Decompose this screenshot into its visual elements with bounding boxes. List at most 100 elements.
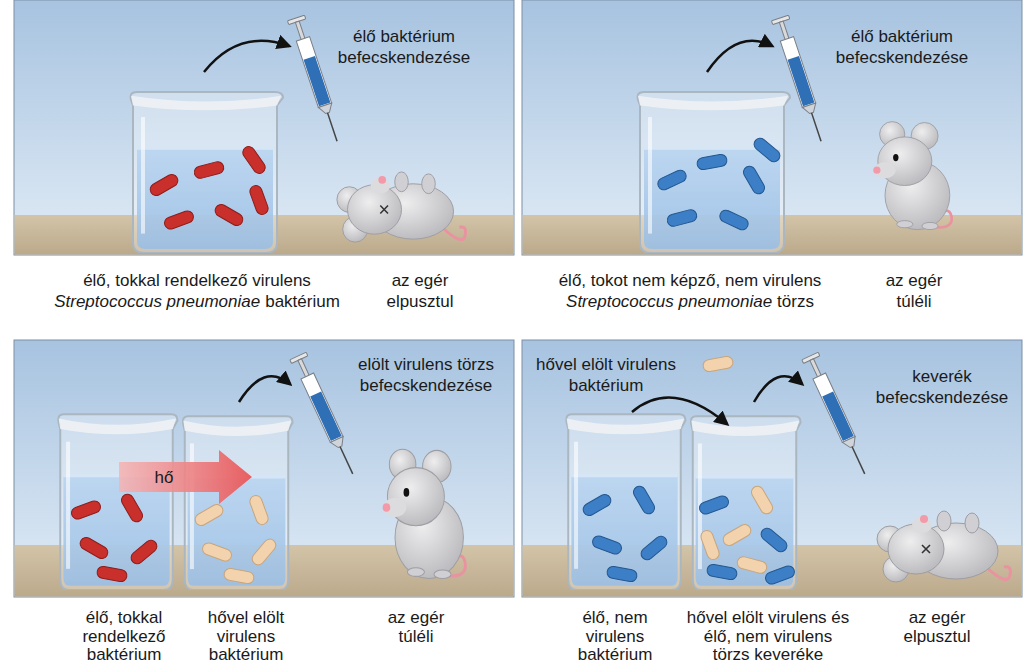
illustration-use xyxy=(248,494,270,526)
text-holder: az egér elpusztul xyxy=(370,270,470,312)
illustration-use xyxy=(213,202,245,227)
experiment-panel: élő baktérium befecskendezése xyxy=(14,0,514,255)
illustration-use xyxy=(383,449,466,578)
illustration-use xyxy=(698,494,730,516)
illustration-use xyxy=(631,484,656,516)
illustration-use xyxy=(581,492,613,517)
panel-nonvirulent xyxy=(522,0,1022,255)
illustration-use xyxy=(752,136,783,164)
illustration-use xyxy=(78,535,110,560)
illustration-use xyxy=(764,564,796,586)
illustration-use xyxy=(639,534,670,562)
panel-note: keverék befecskendezése xyxy=(857,366,1024,408)
illustration-use xyxy=(119,492,144,524)
illustration-use xyxy=(666,208,698,227)
experiment-panel: hő elölt virulens törzs befecskendezése xyxy=(14,340,514,597)
text-holder: élő baktérium befecskendezése xyxy=(817,26,987,68)
illustration-use xyxy=(877,511,1010,582)
illustration-use xyxy=(58,414,177,590)
illustration-use xyxy=(96,565,128,582)
illustration-use xyxy=(129,538,160,566)
illustration-use xyxy=(759,526,790,554)
illustration-use xyxy=(163,209,195,231)
text-holder: élő baktérium befecskendezése xyxy=(319,26,489,68)
panel-note: hővel elölt virulens baktérium xyxy=(524,354,688,396)
illustration-use xyxy=(193,502,225,527)
text-holder: hő xyxy=(134,467,194,488)
experiment-panel: hővel elölt virulens baktérium keverék be… xyxy=(522,340,1022,597)
caption-text: törzs xyxy=(777,291,814,312)
illustration-use xyxy=(802,352,873,477)
illustration-use xyxy=(201,541,233,563)
illustration-use xyxy=(148,172,180,197)
illustration-use xyxy=(591,534,623,556)
experiment-panel: élő baktérium befecskendezése xyxy=(522,0,1022,255)
illustration-use xyxy=(702,355,734,372)
caption-text: élő, nem virulens baktérium xyxy=(560,609,670,665)
illustration-use xyxy=(337,172,466,242)
panel-heat-killed xyxy=(14,340,514,597)
caption-text: Streptococcus pneumoniae xyxy=(54,291,260,312)
caption-text: élő, tokkal rendelkező virulens xyxy=(42,270,352,291)
illustration-use xyxy=(248,184,270,216)
text-holder: élő, tokkal rendelkező virulens xyxy=(42,270,352,291)
caption-text: élő, tokot nem képző, nem virulens xyxy=(525,270,855,291)
illustration-path xyxy=(119,450,252,504)
illustration-use xyxy=(699,529,721,561)
panel-note: elölt virulens törzs befecskendezése xyxy=(338,354,514,396)
illustration-use xyxy=(706,563,738,580)
illustration-rect xyxy=(14,0,514,255)
text-holder: hővel elölt virulens baktérium xyxy=(190,609,302,665)
illustration-use xyxy=(656,168,688,192)
illustration-use xyxy=(606,565,638,582)
panel-note: élő baktérium befecskendezése xyxy=(319,26,489,68)
caption-text: az egér túléli xyxy=(874,270,954,312)
illustration-use xyxy=(749,484,774,516)
text-holder: élő, tokkal rendelkező baktérium xyxy=(64,609,184,665)
illustration-use xyxy=(718,208,750,232)
illustration-use xyxy=(131,92,283,253)
caption-text: hővel elölt virulens baktérium xyxy=(190,609,302,665)
illustration-use xyxy=(638,92,790,253)
illustration-use xyxy=(290,352,361,477)
caption-line: Streptococcus pneumoniaebaktérium xyxy=(54,291,340,312)
illustration-use xyxy=(736,555,768,574)
illustration-path xyxy=(204,41,289,72)
caption-text: baktérium xyxy=(265,291,340,312)
illustration-path xyxy=(632,398,727,424)
caption-text: az egér túléli xyxy=(376,609,456,646)
illustration-path xyxy=(707,41,772,72)
illustration-use xyxy=(193,160,225,179)
illustration-use xyxy=(240,144,267,175)
illustration-rect xyxy=(522,0,1022,255)
caption-line: Streptococcus pneumoniaetörzs xyxy=(566,291,814,312)
illustration-use xyxy=(771,15,829,144)
panel-virulent xyxy=(14,0,514,255)
caption-text: az egér elpusztul xyxy=(370,270,470,312)
text-holder: az egér elpusztul xyxy=(887,609,987,646)
caption-text: hővel elölt virulens és élő, nem virulen… xyxy=(686,609,851,665)
text-holder: az egér túléli xyxy=(874,270,954,312)
illustration-use xyxy=(287,15,345,144)
illustration-use xyxy=(721,522,753,547)
text-holder: hővel elölt virulens baktérium xyxy=(524,354,688,396)
illustration-rect xyxy=(14,340,514,597)
illustration-path xyxy=(239,376,290,402)
text-holder: elölt virulens törzs befecskendezése xyxy=(338,354,514,396)
text-holder: élő, tokot nem képző, nem virulens xyxy=(525,270,855,291)
illustration-use xyxy=(70,499,102,521)
illustration-use xyxy=(696,153,728,170)
panel-note: hő xyxy=(134,467,194,488)
illustration-use xyxy=(223,567,255,584)
illustration-use xyxy=(691,416,801,590)
illustration-use xyxy=(741,164,766,196)
caption-text: az egér elpusztul xyxy=(887,609,987,646)
text-holder: hővel elölt virulens és élő, nem virulen… xyxy=(686,609,851,665)
panel-note: élő baktérium befecskendezése xyxy=(817,26,987,68)
illustration-use xyxy=(250,537,278,568)
caption-text: élő, tokkal rendelkező baktérium xyxy=(64,609,184,665)
text-holder: keverék befecskendezése xyxy=(857,366,1024,408)
text-holder: az egér túléli xyxy=(376,609,456,646)
illustration-use xyxy=(566,414,685,590)
